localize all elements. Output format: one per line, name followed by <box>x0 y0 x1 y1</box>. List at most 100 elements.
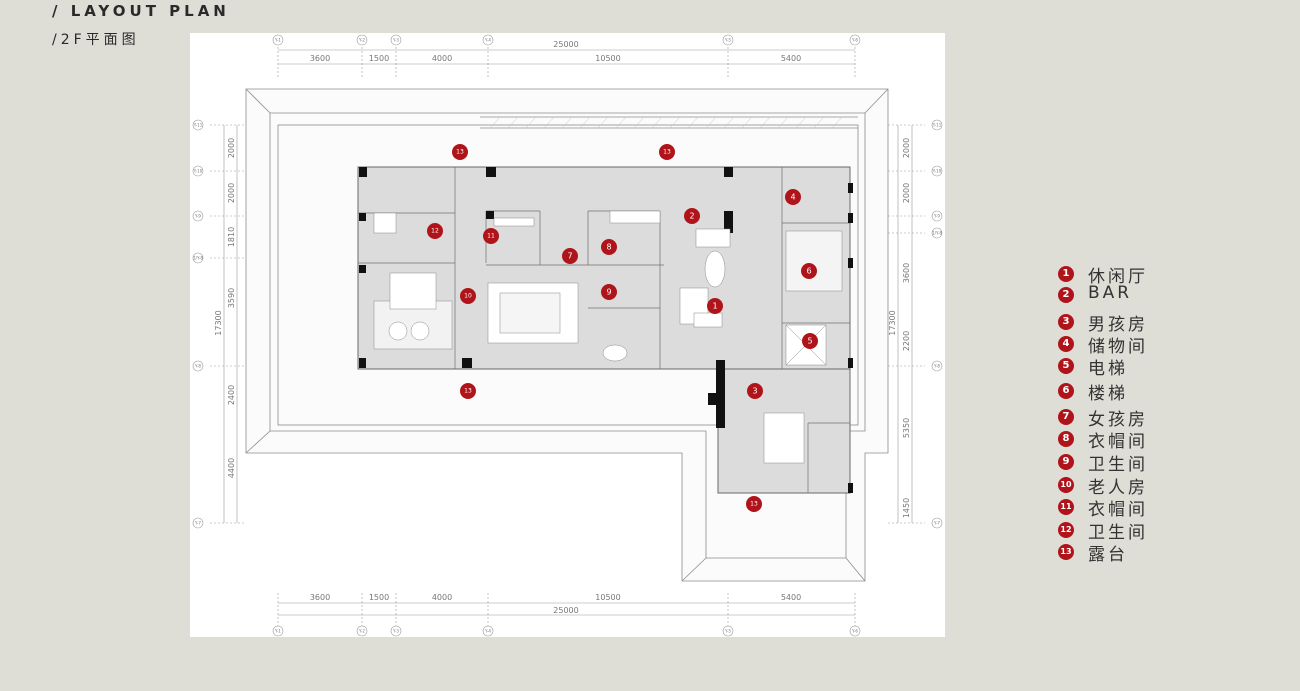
axis-label: 1/Y-8 <box>193 256 203 261</box>
room-marker-13[interactable]: 13 <box>460 383 476 399</box>
dimension-label: 1810 <box>227 227 236 247</box>
dimension-label: 10500 <box>595 54 620 63</box>
svg-text:13: 13 <box>456 149 464 156</box>
axis-label: Y-4 <box>484 38 491 43</box>
room-markers: 1 2 3 4 5 6 7 8 9 10 11 12 13 13 13 13 <box>427 144 818 512</box>
svg-text:5: 5 <box>807 337 812 346</box>
axis-label: Y-2 <box>358 629 365 634</box>
legend-label: 休闲厅 <box>1088 267 1148 287</box>
legend-item[interactable]: 1 休闲厅 <box>1058 262 1178 287</box>
axis-label: Y-10 <box>932 169 942 174</box>
room-marker-1[interactable]: 1 <box>707 298 723 314</box>
dimension-label: 3600 <box>902 263 911 283</box>
dimension-label: 2000 <box>902 138 911 158</box>
room-marker-12[interactable]: 12 <box>427 223 443 239</box>
dimension-total: 17300 <box>214 310 223 335</box>
legend-item[interactable]: 8 衣帽间 <box>1058 427 1178 452</box>
svg-text:9: 9 <box>606 288 611 297</box>
legend-label: BAR <box>1088 283 1133 303</box>
axis-bubbles <box>192 34 943 637</box>
legend-label: 卫生间 <box>1088 523 1148 543</box>
axis-label: Y-6 <box>851 38 858 43</box>
dimension-label: 3600 <box>310 54 330 63</box>
axis-label: Y-7 <box>933 521 940 526</box>
room-marker-5[interactable]: 5 <box>802 333 818 349</box>
legend-number: 3 <box>1058 314 1074 330</box>
legend-label: 老人房 <box>1088 478 1148 498</box>
room-marker-3[interactable]: 3 <box>747 383 763 399</box>
dimension-label: 2200 <box>902 331 911 351</box>
legend-item[interactable]: 4 储物间 <box>1058 332 1178 357</box>
dimension-label: 4400 <box>227 458 236 478</box>
room-marker-2[interactable]: 2 <box>684 208 700 224</box>
room-marker-4[interactable]: 4 <box>785 189 801 205</box>
dimension-label: 5400 <box>781 593 801 602</box>
legend-label: 衣帽间 <box>1088 432 1148 452</box>
axis-label: 1/Y-8 <box>932 231 942 236</box>
legend-label: 储物间 <box>1088 337 1148 357</box>
axis-label: Y-1 <box>274 38 281 43</box>
legend-number: 8 <box>1058 431 1074 447</box>
dimension-label: 10500 <box>595 593 620 602</box>
dimension-label: 2000 <box>227 183 236 203</box>
room-marker-13[interactable]: 13 <box>746 496 762 512</box>
dimension-label: 2000 <box>227 138 236 158</box>
axis-label: Y-10 <box>193 169 203 174</box>
legend-number: 1 <box>1058 266 1074 282</box>
axis-label: Y-6 <box>851 629 858 634</box>
legend-item[interactable]: 7 女孩房 <box>1058 405 1178 430</box>
svg-text:13: 13 <box>464 388 472 395</box>
legend-label: 电梯 <box>1088 359 1128 379</box>
dimension-label: 2400 <box>227 385 236 405</box>
legend-number: 11 <box>1058 499 1074 515</box>
legend-label: 楼梯 <box>1088 384 1128 404</box>
svg-text:12: 12 <box>431 228 439 235</box>
room-marker-13[interactable]: 13 <box>452 144 468 160</box>
axis-label: Y-2 <box>358 38 365 43</box>
axis-label: Y-5 <box>724 629 731 634</box>
axis-label: Y-9 <box>194 214 201 219</box>
axis-label: Y-8 <box>194 364 201 369</box>
room-marker-7[interactable]: 7 <box>562 248 578 264</box>
room-marker-13[interactable]: 13 <box>659 144 675 160</box>
room-marker-9[interactable]: 9 <box>601 284 617 300</box>
svg-text:8: 8 <box>606 243 611 252</box>
legend-number: 7 <box>1058 409 1074 425</box>
axis-label: Y-4 <box>484 629 491 634</box>
axis-label: Y-11 <box>193 123 203 128</box>
legend-number: 9 <box>1058 454 1074 470</box>
legend-number: 5 <box>1058 358 1074 374</box>
room-marker-6[interactable]: 6 <box>801 263 817 279</box>
dimension-total: 17300 <box>888 310 897 335</box>
structural-columns <box>359 167 853 493</box>
dimension-label: 4000 <box>432 593 452 602</box>
legend-label: 女孩房 <box>1088 410 1148 430</box>
dimension-total: 25000 <box>553 606 578 615</box>
legend-number: 4 <box>1058 336 1074 352</box>
floor-plan: Y-1 Y-2 Y-3 Y-4 Y-5 Y-6 Y-1 Y-2 Y-3 Y-4 … <box>190 33 945 637</box>
svg-text:6: 6 <box>806 267 811 276</box>
axis-label: Y-9 <box>933 214 940 219</box>
axis-label: Y-7 <box>194 521 201 526</box>
dimension-label: 1500 <box>369 593 389 602</box>
axis-label: Y-5 <box>724 38 731 43</box>
dimension-label: 2000 <box>902 183 911 203</box>
svg-text:7: 7 <box>567 252 572 261</box>
svg-text:4: 4 <box>790 193 795 202</box>
svg-text:3: 3 <box>752 387 757 396</box>
legend-item[interactable]: 5 电梯 <box>1058 354 1178 379</box>
floor-subtitle: /2F平面图 <box>52 32 140 48</box>
room-marker-10[interactable]: 10 <box>460 288 476 304</box>
axis-label: Y-11 <box>932 123 942 128</box>
room-marker-8[interactable]: 8 <box>601 239 617 255</box>
room-marker-11[interactable]: 11 <box>483 228 499 244</box>
layout-plan-title: / LAYOUT PLAN <box>52 2 230 20</box>
